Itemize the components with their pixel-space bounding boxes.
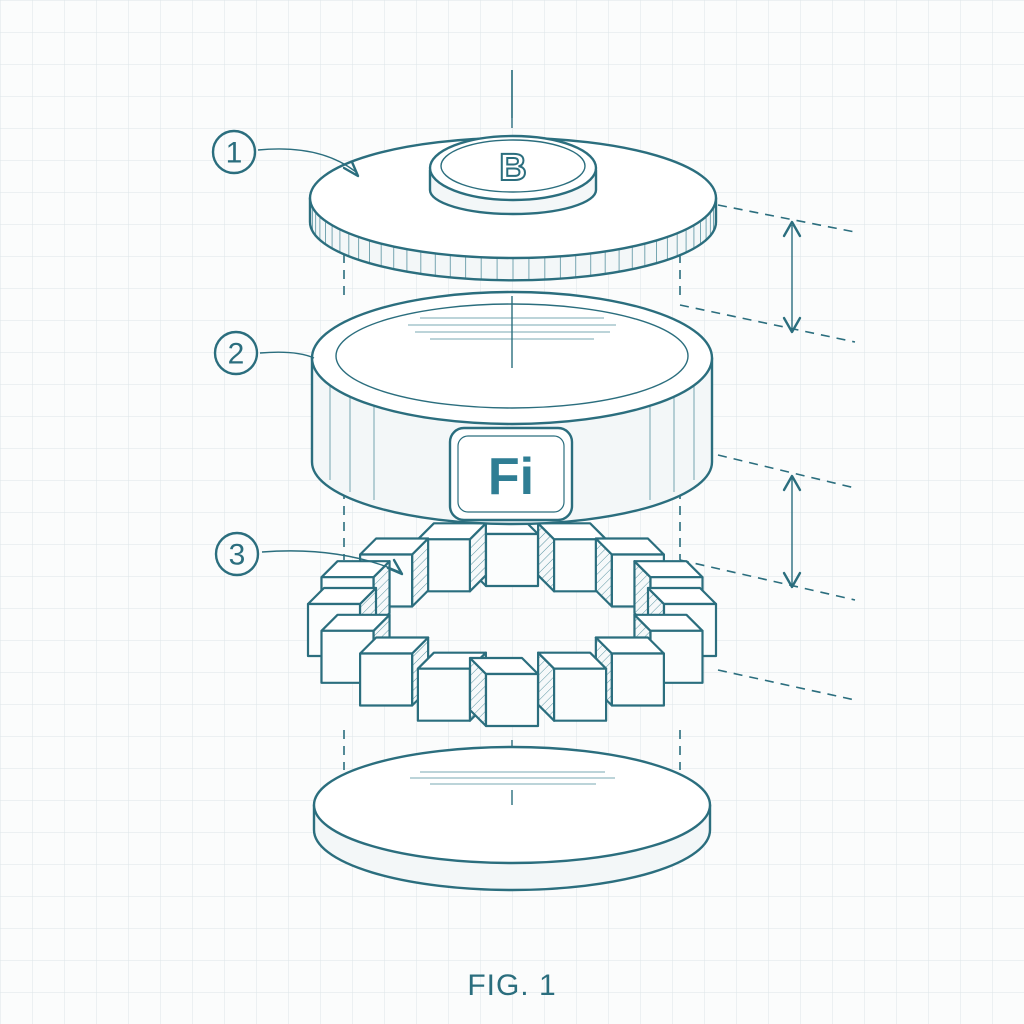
top-disc: B — [308, 70, 718, 282]
fi-logo-icon: Fi — [448, 426, 574, 522]
coin-letter: B — [499, 147, 526, 189]
cube — [537, 651, 608, 722]
construction-lines — [343, 238, 681, 770]
callout-2-label: 2 — [228, 338, 245, 371]
coin-b-icon: B — [428, 134, 598, 216]
cube — [416, 522, 487, 593]
callout-3: 3 — [214, 531, 404, 577]
callout-1: 1 — [211, 129, 360, 178]
callout-2: 2 — [213, 330, 315, 376]
callout-3-label: 3 — [229, 539, 246, 572]
figure-caption: FIG. 1 — [467, 969, 556, 1002]
dimension-lines — [679, 204, 856, 701]
cube-ring — [306, 516, 718, 728]
fi-logo-text: Fi — [488, 448, 534, 506]
cube — [468, 656, 540, 728]
middle-cylinder: Fi — [310, 290, 714, 526]
cube — [537, 522, 608, 593]
bottom-disc — [312, 745, 712, 892]
callout-1-label: 1 — [226, 137, 243, 170]
